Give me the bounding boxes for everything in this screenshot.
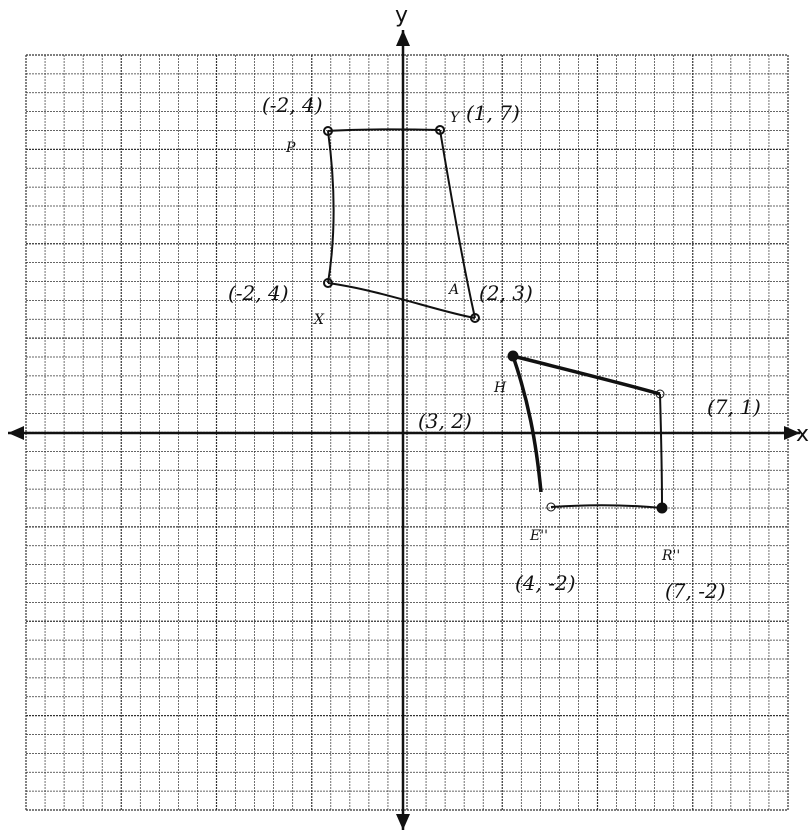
label-f: (7, 1) — [707, 395, 761, 419]
image-edge-right — [659, 393, 663, 509]
mark-a: A — [447, 282, 459, 298]
image-edge-left-partial — [511, 355, 543, 493]
label-b: (1, 7) — [466, 101, 520, 125]
label-a: (-2, 4) — [262, 93, 323, 117]
x-axis-label: x — [796, 422, 809, 447]
original-shape — [323, 125, 480, 323]
x-axis-arrow-left — [8, 426, 24, 440]
original-edge-bottom — [327, 282, 476, 319]
original-edge-left — [327, 130, 335, 284]
mark-x: X — [313, 312, 325, 328]
mark-y: Y — [450, 110, 461, 126]
vertex-marker — [546, 502, 556, 512]
y-axis-arrow-top — [396, 30, 410, 46]
vertex-marker — [470, 313, 480, 323]
label-c: (-2, 4) — [228, 281, 289, 305]
x-axis-arrow-right — [784, 426, 800, 440]
label-g: (4, -2) — [515, 571, 576, 595]
y-axis-arrow-bottom — [396, 814, 410, 830]
image-edge-bottom — [550, 504, 663, 509]
image-shape — [507, 350, 668, 514]
label-e: (3, 2) — [418, 409, 472, 433]
mark-e: E'' — [529, 528, 548, 544]
mark-r: R'' — [661, 548, 680, 564]
label-d: (2, 3) — [479, 281, 533, 305]
vertex-marker — [435, 125, 445, 135]
vertex-marker — [656, 502, 668, 514]
axes: x y — [8, 3, 809, 830]
original-edge-top — [327, 128, 441, 132]
original-edge-right — [439, 129, 476, 319]
vertex-marker — [507, 350, 519, 362]
y-axis-label: y — [395, 3, 408, 28]
label-h: (7, -2) — [665, 579, 726, 603]
image-edge-top — [512, 354, 661, 396]
vertex-marker — [323, 126, 333, 136]
vertex-marker — [323, 278, 333, 288]
annotations: (-2, 4) P Y (1, 7) (-2, 4) X A (2, 3) H … — [228, 93, 761, 603]
mark-h: H — [493, 380, 507, 396]
vertex-marker — [655, 389, 665, 399]
mark-p: P — [285, 140, 296, 156]
